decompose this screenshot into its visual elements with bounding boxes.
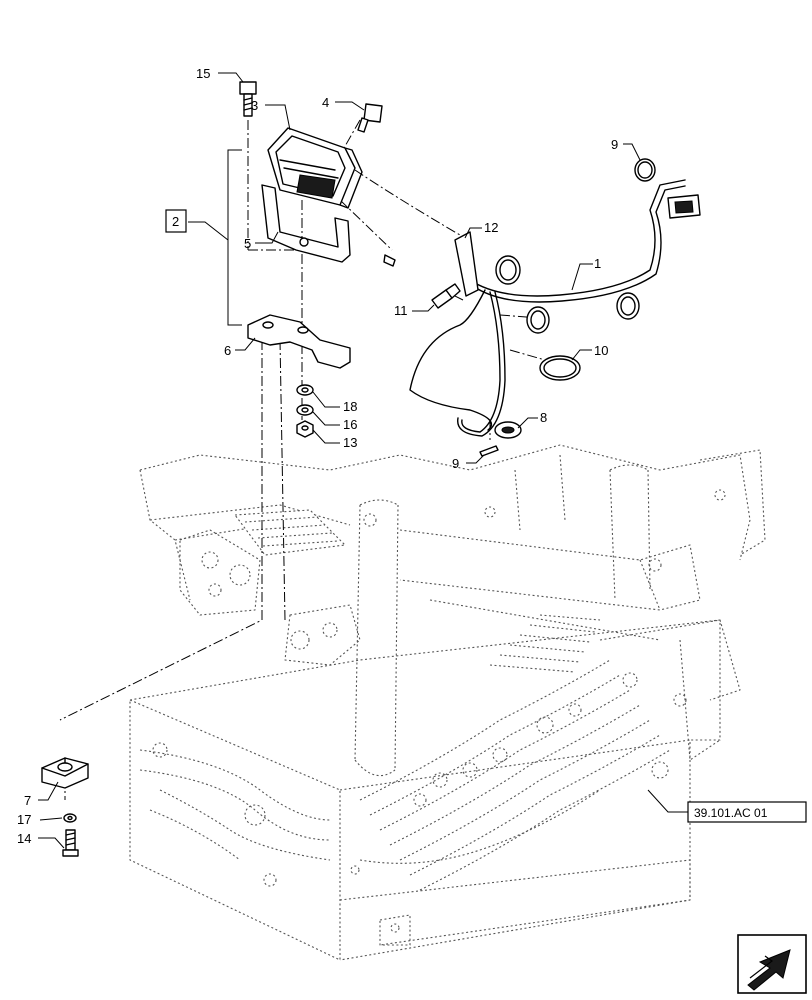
bracket-part-5 xyxy=(261,184,396,267)
assembly-centerlines xyxy=(59,119,546,800)
callout-6: 6 xyxy=(224,343,231,358)
cable-ties xyxy=(495,158,656,381)
work-lamp-part-3 xyxy=(267,127,363,209)
callout-14: 14 xyxy=(17,831,31,846)
grommet-part-8 xyxy=(494,421,522,439)
callout-11: 11 xyxy=(394,303,408,318)
section-reference-box xyxy=(687,801,807,823)
callout-9-upper: 9 xyxy=(611,137,618,152)
callout-15: 15 xyxy=(196,66,210,81)
wiring-harness-part-1 xyxy=(409,179,701,437)
washer-bolt-lower xyxy=(62,813,79,857)
chassis-ghost xyxy=(129,444,766,961)
callout-10: 10 xyxy=(594,343,608,358)
washer-stack xyxy=(296,384,314,438)
group-bracket xyxy=(227,149,242,326)
callout-18: 18 xyxy=(343,399,357,414)
callout-12: 12 xyxy=(484,220,498,235)
callout-16: 16 xyxy=(343,417,357,432)
section-reference-label[interactable]: 39.101.AC 01 xyxy=(694,806,768,820)
callout-5: 5 xyxy=(244,236,251,251)
bolt-part-15 xyxy=(239,81,257,117)
leader-lines xyxy=(38,72,688,849)
clamp-part-7 xyxy=(41,757,89,789)
section-reference[interactable]: 39.101.AC 01 xyxy=(687,801,807,823)
group-2-box xyxy=(165,209,187,233)
mount-plate-part-6 xyxy=(247,314,351,369)
callout-labels: 15 4 3 9 2 5 12 1 11 10 6 18 16 13 8 9 7… xyxy=(17,66,618,846)
next-page-arrow-icon[interactable] xyxy=(737,934,807,994)
callout-8: 8 xyxy=(540,410,547,425)
callout-3: 3 xyxy=(251,98,258,113)
screw-part-4 xyxy=(357,103,383,133)
callout-17: 17 xyxy=(17,812,31,827)
callout-2: 2 xyxy=(172,214,179,229)
callout-4: 4 xyxy=(322,95,329,110)
callout-13: 13 xyxy=(343,435,357,450)
callout-7: 7 xyxy=(24,793,31,808)
tie-part-9 xyxy=(479,445,499,457)
callout-1: 1 xyxy=(594,256,601,271)
callout-9-lower: 9 xyxy=(452,456,459,471)
fuse-holder-part-11 xyxy=(431,283,461,309)
